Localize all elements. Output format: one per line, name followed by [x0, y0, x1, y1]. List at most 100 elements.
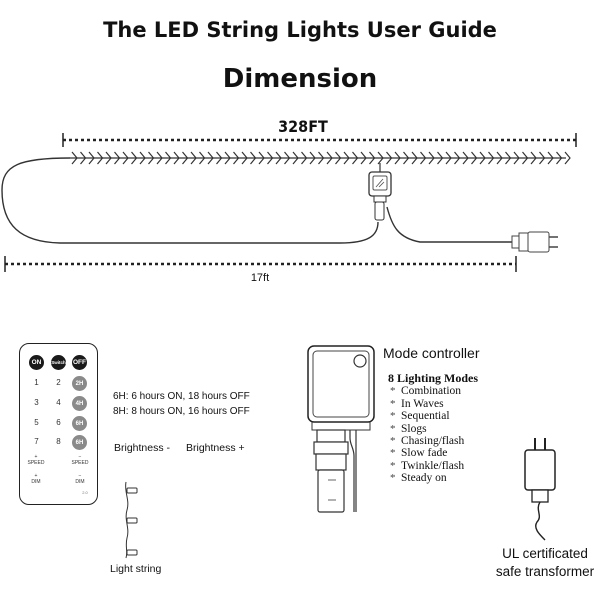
lead-length-label: 17ft — [250, 272, 270, 284]
led-bulb-mark — [479, 151, 486, 165]
led-bulb-mark — [224, 151, 231, 165]
dim-minus-button[interactable]: −DIM — [75, 473, 85, 485]
led-bulb-mark — [343, 151, 350, 165]
led-bulb-mark — [564, 151, 571, 165]
led-bulb-mark — [267, 151, 274, 165]
light-string-label: Light string — [110, 563, 162, 575]
light-length-label: 328FT — [278, 117, 328, 136]
remote-number-button[interactable]: 3 — [34, 398, 39, 407]
led-bulb-mark — [284, 151, 291, 165]
led-bulb-mark — [131, 151, 138, 165]
led-bulb-mark — [420, 151, 427, 165]
remote-timer-2h-button[interactable]: 2H — [72, 376, 87, 391]
mode-item: Twinkle/flash — [388, 460, 478, 473]
remote-number-button[interactable]: 2 — [56, 378, 61, 387]
led-light-string — [70, 151, 571, 165]
led-bulb-mark — [513, 151, 520, 165]
led-bulb-mark — [216, 151, 223, 165]
led-bulb-mark — [88, 151, 95, 165]
led-bulb-mark — [547, 151, 554, 165]
led-bulb-mark — [71, 151, 78, 165]
brightness-plus-label: Brightness + — [186, 442, 245, 454]
led-bulb-mark — [360, 151, 367, 165]
remote-off-button[interactable]: OFF — [72, 355, 87, 370]
led-bulb-mark — [437, 151, 444, 165]
light-string-drawing — [125, 481, 138, 559]
led-bulb-mark — [462, 151, 469, 165]
speed-minus-button[interactable]: −SPEED — [71, 454, 89, 466]
led-bulb-mark — [326, 151, 333, 165]
remote-control: ON Switch OFF 1 2 2H 3 4 4H 5 6 6H 7 8 6… — [19, 343, 98, 505]
led-bulb-mark — [165, 151, 172, 165]
led-bulb-mark — [445, 151, 452, 165]
remote-timer-8h-button[interactable]: 6H — [72, 435, 87, 450]
led-bulb-mark — [454, 151, 461, 165]
bulb-icon — [126, 549, 138, 556]
led-bulb-mark — [522, 151, 529, 165]
led-bulb-mark — [352, 151, 359, 165]
plug-icon — [511, 231, 558, 253]
led-bulb-mark — [377, 151, 384, 165]
led-bulb-mark — [505, 151, 512, 165]
mode-item: In Waves — [388, 398, 478, 411]
power-cable — [386, 206, 512, 243]
led-bulb-mark — [199, 151, 206, 165]
speed-plus-button[interactable]: +SPEED — [27, 454, 45, 466]
led-bulb-mark — [114, 151, 121, 165]
led-bulb-mark — [309, 151, 316, 165]
remote-switch-button[interactable]: Switch — [51, 355, 66, 370]
lighting-modes-title: 8 Lighting Modes — [388, 371, 479, 385]
led-bulb-mark — [369, 151, 376, 165]
led-bulb-mark — [471, 151, 478, 165]
dim-plus-button[interactable]: +DIM — [31, 473, 41, 485]
lead-cable — [1, 157, 379, 244]
led-bulb-mark — [403, 151, 410, 165]
transformer-label-line1: UL certificated — [502, 546, 588, 561]
remote-number-button[interactable]: 7 — [34, 437, 39, 446]
led-bulb-mark — [190, 151, 197, 165]
mode-item: Slow fade — [388, 447, 478, 460]
led-bulb-mark — [428, 151, 435, 165]
led-bulb-mark — [173, 151, 180, 165]
page-title: The LED String Lights User Guide — [103, 18, 497, 42]
bulb-icon — [126, 487, 138, 494]
led-bulb-mark — [292, 151, 299, 165]
controller-box-icon — [368, 171, 392, 221]
remote-number-button[interactable]: 8 — [56, 437, 61, 446]
mode-button-icon — [353, 354, 367, 368]
led-bulb-mark — [241, 151, 248, 165]
led-bulb-mark — [139, 151, 146, 165]
led-bulb-mark — [539, 151, 546, 165]
bulb-icon — [126, 517, 138, 524]
led-bulb-mark — [318, 151, 325, 165]
mode-item: Chasing/flash — [388, 435, 478, 448]
brightness-minus-label: Brightness - — [114, 442, 171, 454]
remote-timer-6h-button[interactable]: 6H — [72, 416, 87, 431]
led-bulb-mark — [207, 151, 214, 165]
remote-number-button[interactable]: 4 — [56, 398, 61, 407]
led-bulb-mark — [148, 151, 155, 165]
remote-on-button[interactable]: ON — [29, 355, 44, 370]
timer-note-6h: 6H: 6 hours ON, 18 hours OFF — [113, 391, 250, 402]
remote-model-label: 2.0 — [82, 490, 88, 495]
section-title-dimension: Dimension — [222, 64, 378, 94]
remote-number-button[interactable]: 5 — [34, 418, 39, 427]
led-bulb-mark — [233, 151, 240, 165]
led-bulb-mark — [97, 151, 104, 165]
mode-controller-label: Mode controller — [383, 345, 480, 361]
led-bulb-mark — [386, 151, 393, 165]
led-bulb-mark — [182, 151, 189, 165]
mode-item: Sequential — [388, 410, 478, 423]
dimension-diagram — [1, 133, 577, 272]
led-bulb-mark — [258, 151, 265, 165]
led-bulb-mark — [156, 151, 163, 165]
remote-number-button[interactable]: 6 — [56, 418, 61, 427]
transformer-drawing — [524, 438, 556, 541]
led-bulb-mark — [530, 151, 537, 165]
led-bulb-mark — [105, 151, 112, 165]
remote-number-button[interactable]: 1 — [34, 378, 39, 387]
remote-timer-4h-button[interactable]: 4H — [72, 396, 87, 411]
mode-item: Combination — [388, 385, 478, 398]
led-bulb-mark — [250, 151, 257, 165]
led-bulb-mark — [335, 151, 342, 165]
